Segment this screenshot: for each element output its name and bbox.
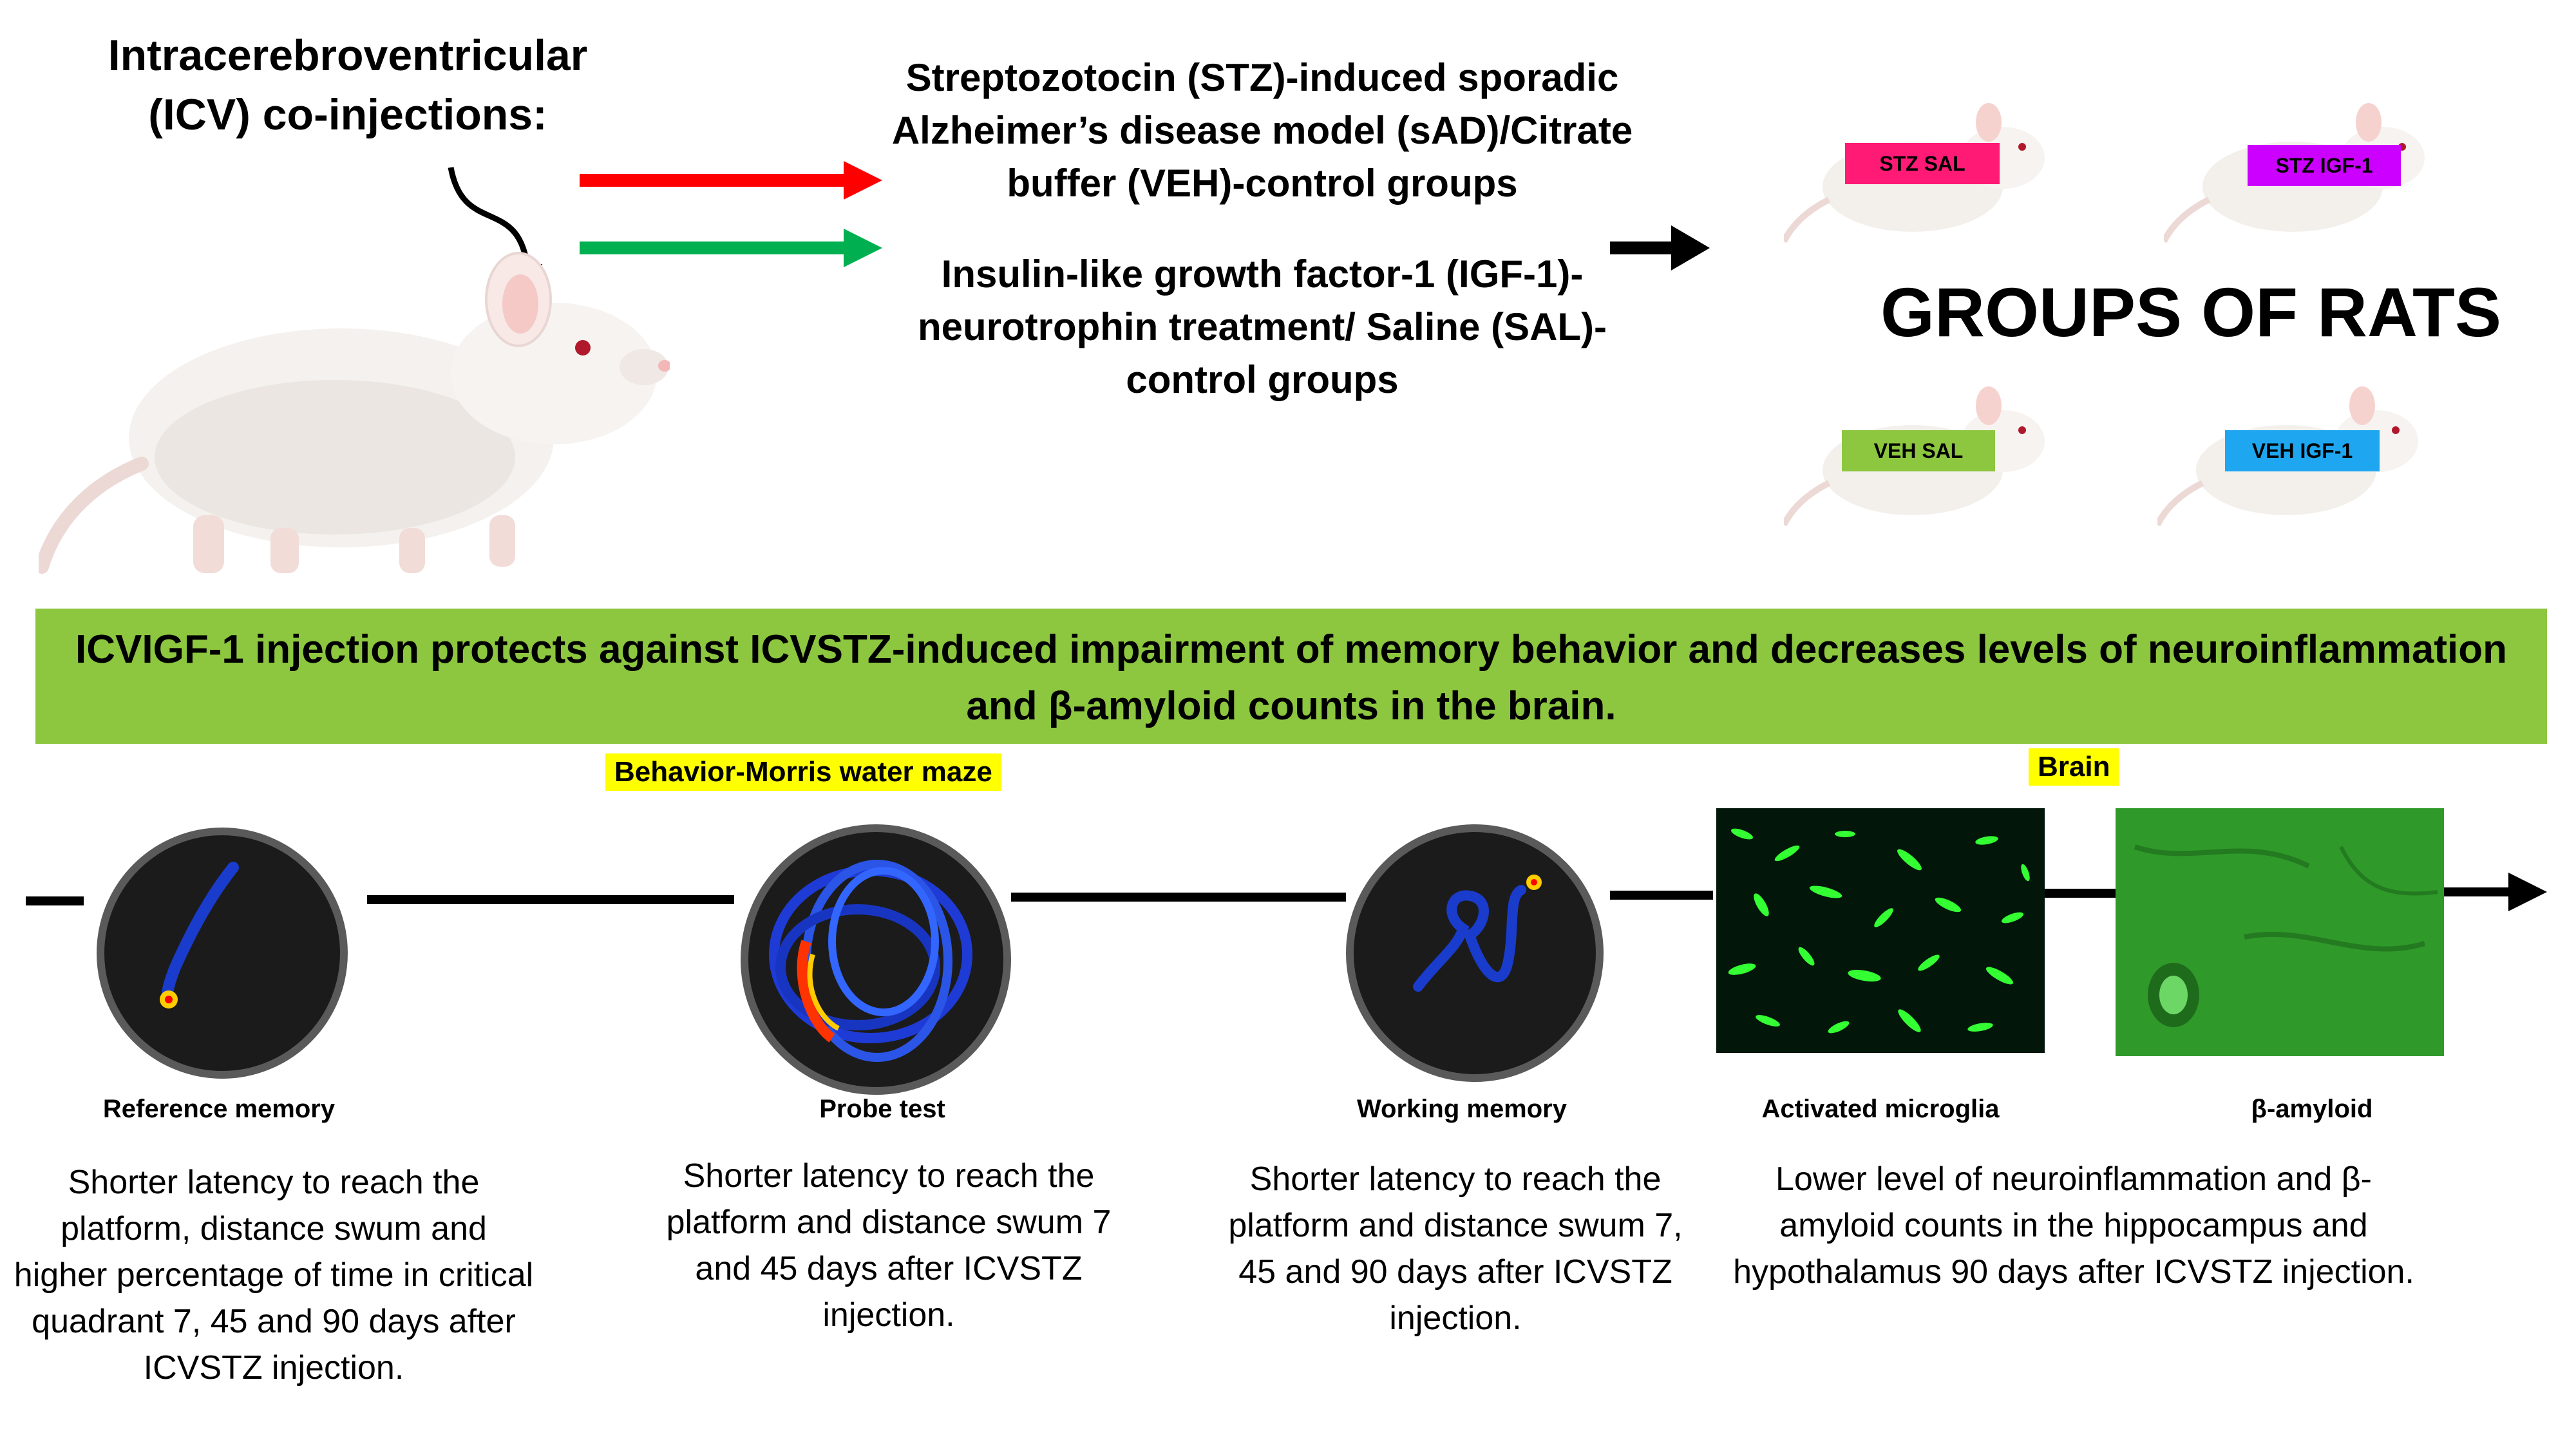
group-veh-sal: VEH SAL bbox=[1842, 430, 1995, 471]
rat-image bbox=[39, 252, 670, 574]
panel-description: Shorter latency to reach the platform, d… bbox=[14, 1164, 534, 1387]
groups-title: GROUPS OF RATS bbox=[1880, 273, 2502, 351]
conclusion-text: ICVIGF-1 injection protects against ICVS… bbox=[75, 627, 2507, 728]
panel-caption: Working memory bbox=[1357, 1095, 1567, 1123]
timeline-line bbox=[1610, 891, 1713, 900]
timeline-line bbox=[2045, 889, 2116, 898]
igf-description: Insulin-like growth factor-1 (IGF-1)-neu… bbox=[917, 252, 1607, 401]
stz-description: Streptozotocin (STZ)-induced sporadic Al… bbox=[891, 56, 1633, 205]
panel-description: Lower level of neuroinflammation and β-a… bbox=[1733, 1160, 2414, 1291]
group-stz-igf1: STZ IGF-1 bbox=[2248, 145, 2401, 186]
group-stz-sal: STZ SAL bbox=[1845, 143, 2000, 184]
timeline-line bbox=[367, 895, 734, 904]
water-maze-image bbox=[1346, 824, 1604, 1082]
stz-arrow bbox=[580, 161, 882, 200]
group-veh-igf1: VEH IGF-1 bbox=[2225, 430, 2380, 471]
timeline-arrow-icon bbox=[2441, 873, 2547, 911]
panel-description: Shorter latency to reach the platform an… bbox=[666, 1157, 1112, 1334]
water-maze-image bbox=[741, 824, 1011, 1095]
right-arrow-icon bbox=[1610, 225, 1710, 270]
panel-description: Shorter latency to reach the platform an… bbox=[1228, 1160, 1683, 1337]
timeline-line bbox=[1011, 893, 1346, 902]
panel-caption: β-amyloid bbox=[2251, 1095, 2373, 1123]
panel-caption: Probe test bbox=[819, 1095, 945, 1123]
panel-caption: Reference memory bbox=[102, 1095, 336, 1123]
conclusion-banner: ICVIGF-1 injection protects against ICVS… bbox=[35, 609, 2547, 744]
activated-microglia-image bbox=[1716, 808, 2045, 1053]
brain-section-label: Brain bbox=[2029, 748, 2119, 786]
igf-arrow bbox=[580, 229, 882, 267]
water-maze-image bbox=[97, 828, 348, 1079]
beta-amyloid-image bbox=[2116, 808, 2444, 1056]
icv-label: Intracerebroventricular (ICV) co-injecti… bbox=[108, 31, 588, 139]
timeline-line bbox=[26, 896, 84, 905]
behavior-section-label: Behavior-Morris water maze bbox=[605, 753, 1001, 791]
panel-caption: Activated microglia bbox=[1761, 1095, 2000, 1123]
